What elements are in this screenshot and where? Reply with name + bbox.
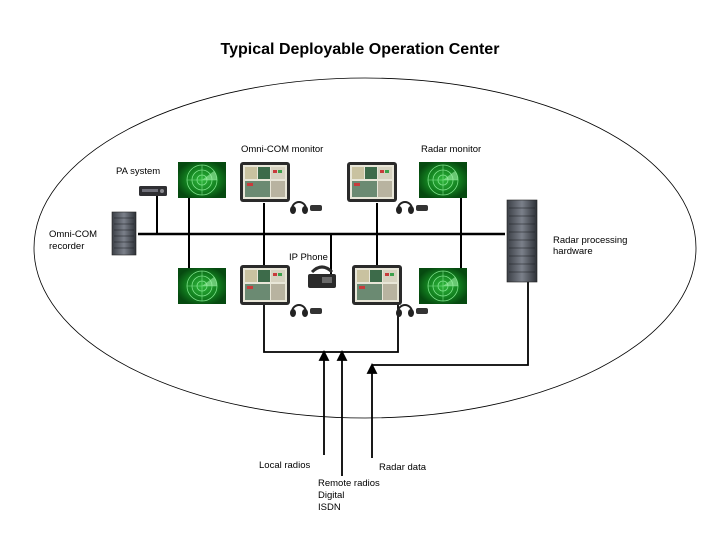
label-omni-com-recorder-line2: recorder [49, 241, 85, 252]
headset-icon [395, 304, 429, 318]
external-link-lines [263, 282, 529, 366]
radar-processing-rack [506, 199, 538, 283]
radar-display-bottom-left [178, 268, 226, 304]
radar-monitor-top [347, 162, 397, 202]
label-radar-monitor: Radar monitor [421, 144, 482, 155]
radar-display-top-right [419, 162, 467, 198]
label-remote-isdn: ISDN [318, 502, 341, 513]
diagram-title: Typical Deployable Operation Center [220, 41, 500, 58]
label-remote-radios: Remote radios [318, 478, 380, 489]
omni-com-recorder-rack [111, 211, 137, 256]
deployable-center-boundary [33, 77, 697, 419]
radar-monitor-bottom [352, 265, 402, 305]
omni-com-monitor-bottom [240, 265, 290, 305]
headset-icon [289, 201, 323, 215]
backbone-connectors [156, 196, 462, 278]
label-local-radios: Local radios [259, 460, 311, 471]
headset-icon [289, 304, 323, 318]
external-link-arrows [318, 349, 378, 476]
label-pa-system: PA system [116, 166, 161, 177]
radar-display-top-left [178, 162, 226, 198]
omni-com-monitor-top [240, 162, 290, 202]
label-radar-processing-line1: Radar processing [553, 235, 628, 246]
label-remote-digital: Digital [318, 490, 345, 501]
label-radar-data: Radar data [379, 462, 427, 473]
label-omni-com-monitor: Omni-COM monitor [241, 144, 324, 155]
pa-system-device [139, 186, 167, 196]
headset-icon [395, 201, 429, 215]
ip-phone-icon [308, 265, 336, 288]
label-radar-processing-line2: hardware [553, 246, 593, 257]
label-ip-phone: IP Phone [289, 252, 328, 263]
label-omni-com-recorder-line1: Omni-COM [49, 229, 98, 240]
radar-display-bottom-right [419, 268, 467, 304]
